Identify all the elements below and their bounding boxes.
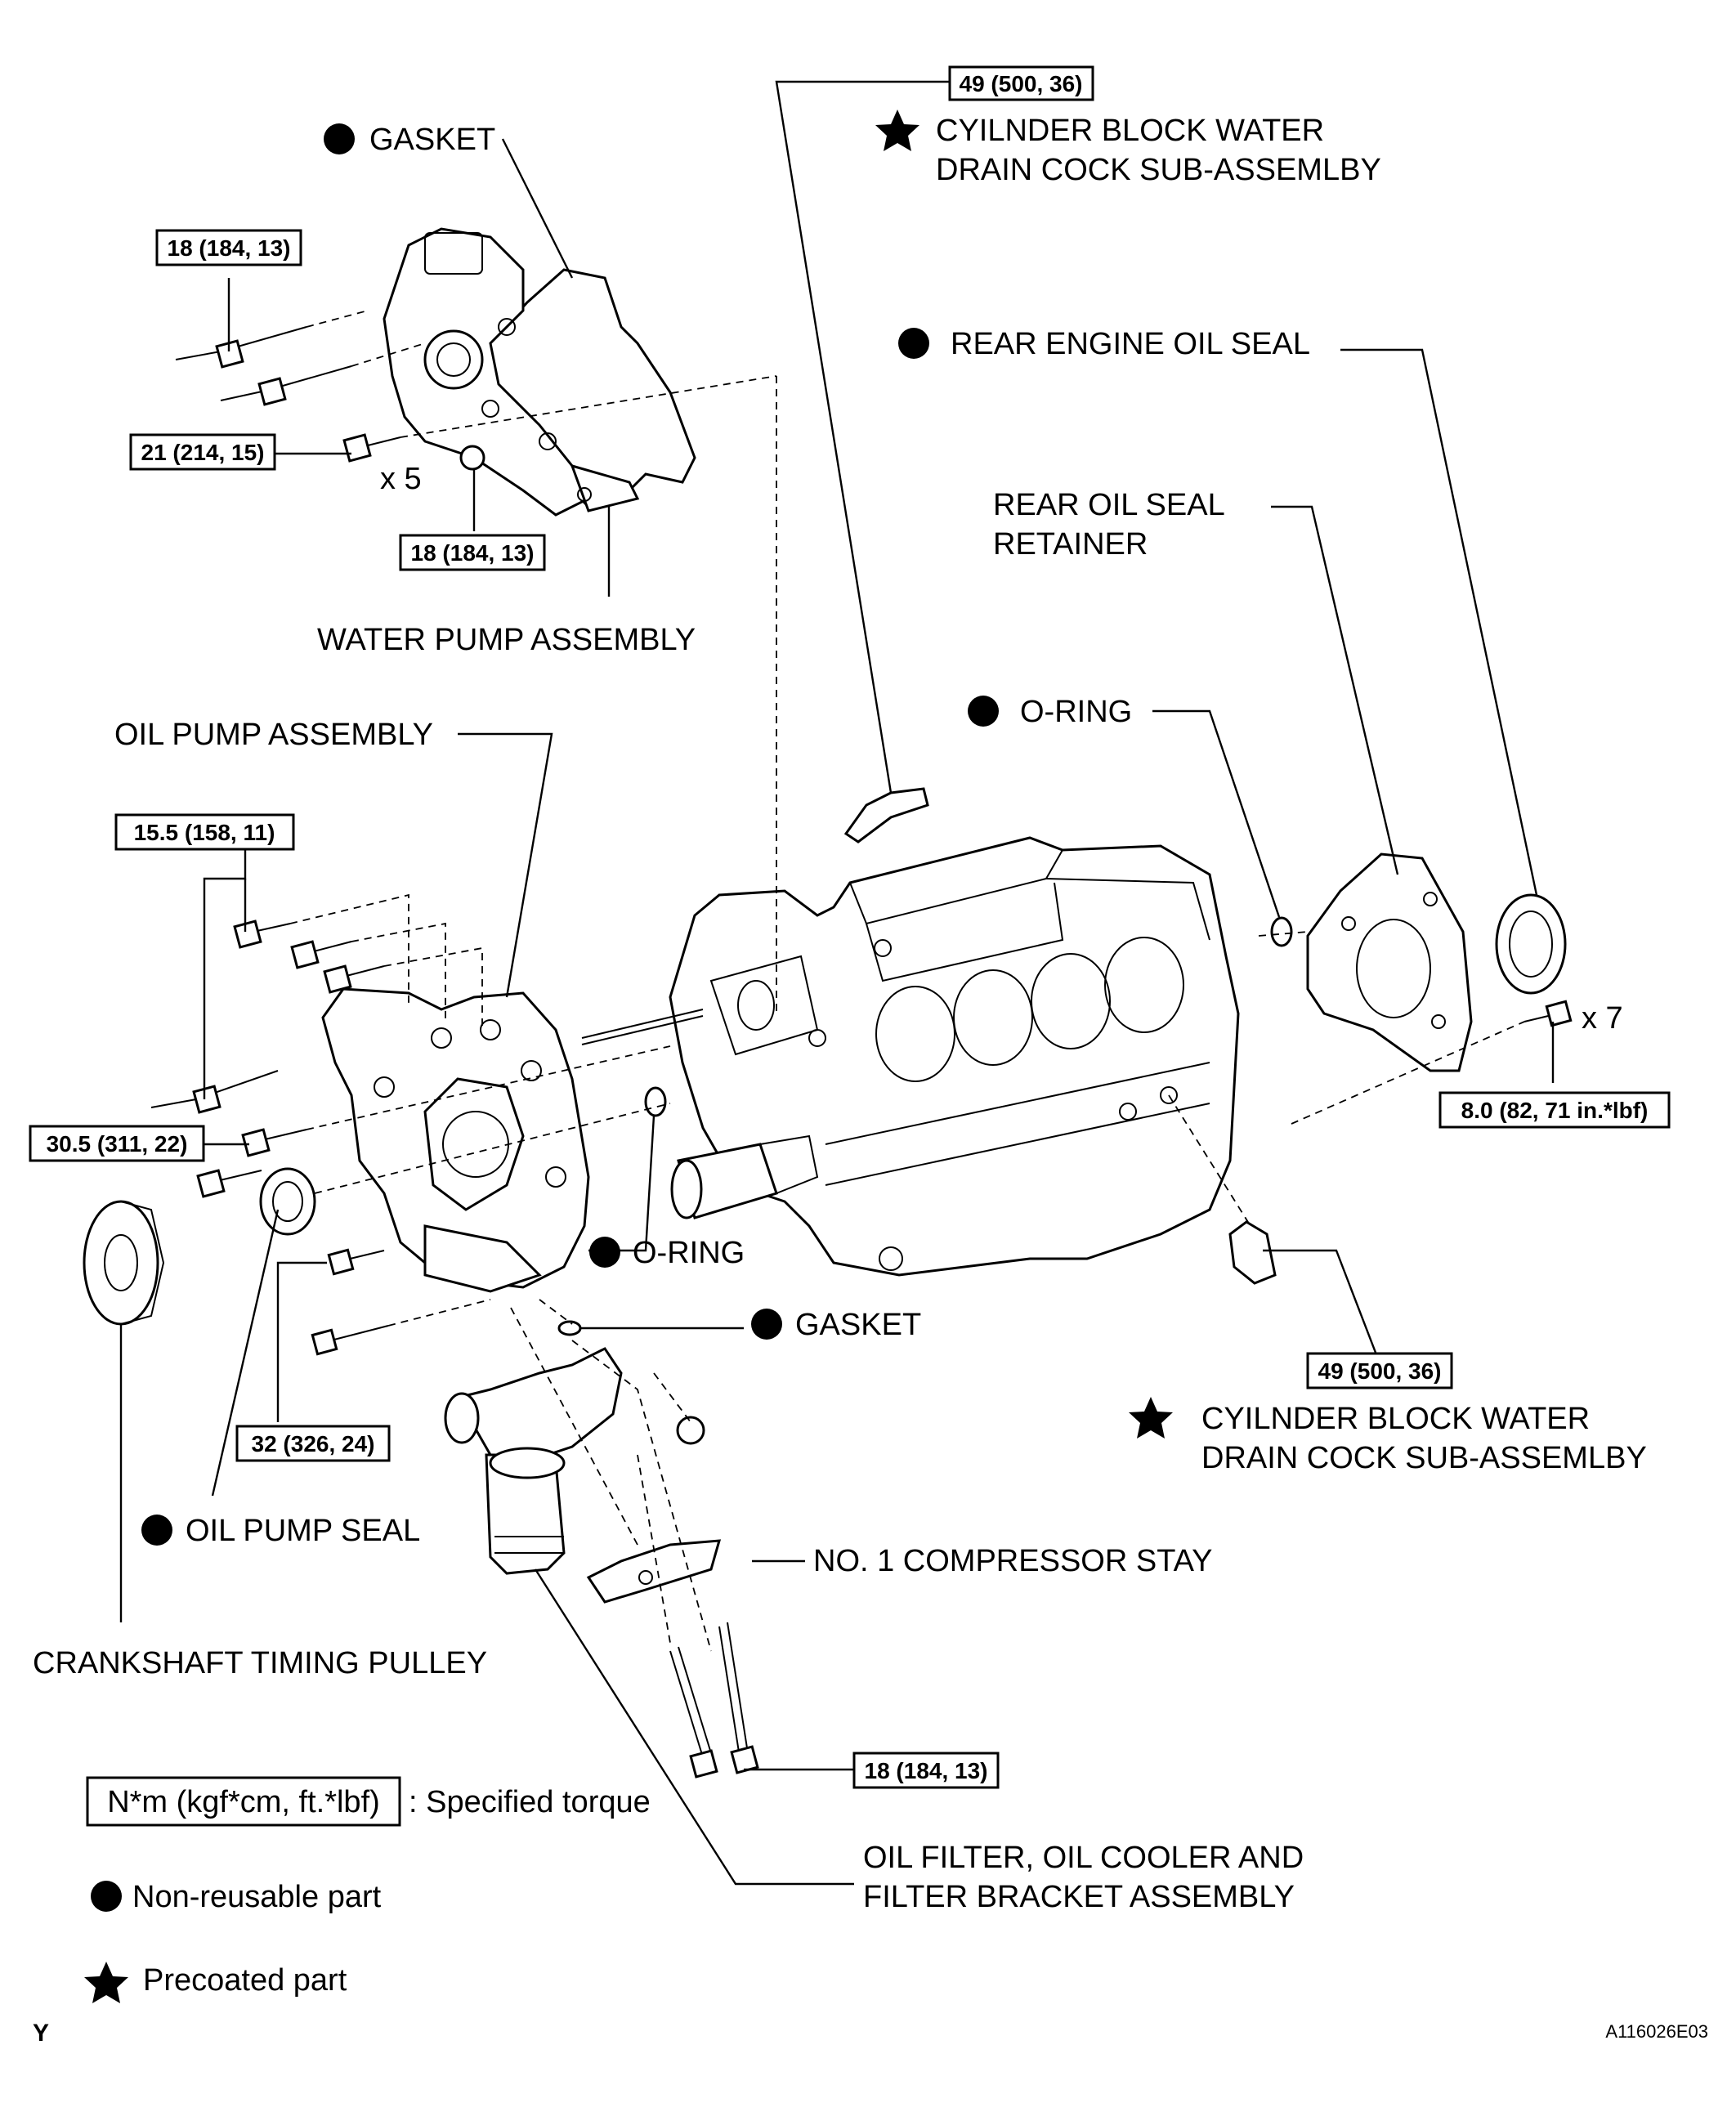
label-drain-cock-top-2: DRAIN COCK SUB-ASSEMLBY (936, 153, 1381, 187)
bullet-gasket-bottom (751, 1309, 782, 1340)
legend-nonreusable-text: Non-reusable part (132, 1880, 382, 1914)
legend-torque-box (86, 1776, 401, 1827)
label-water-pump: WATER PUMP ASSEMBLY (317, 623, 696, 657)
label-crankshaft-timing-pulley: CRANKSHAFT TIMING PULLEY (33, 1646, 487, 1680)
torque-drain-top: 49 (500, 36) (948, 65, 1094, 101)
bullet-oil-pump-seal (141, 1515, 172, 1546)
svg-text:49 (500, 36): 49 (500, 36) (1318, 1358, 1442, 1384)
bullet-rear-engine-oil-seal (898, 328, 929, 359)
svg-text:18 (184, 13): 18 (184, 13) (168, 235, 291, 261)
label-oil-pump-seal: OIL PUMP SEAL (186, 1514, 420, 1548)
label-oil-filter-1: OIL FILTER, OIL COOLER AND (863, 1841, 1304, 1875)
rear-oil-seal-retainer (1306, 852, 1573, 1072)
bullet-legend-nonreusable (91, 1881, 122, 1912)
svg-text:49 (500, 36): 49 (500, 36) (960, 71, 1083, 96)
legend-precoated-text: Precoated part (143, 1963, 347, 1998)
bullet-gasket-top (324, 123, 355, 154)
label-drain-cock-bottom-1: CYILNDER BLOCK WATER (1201, 1402, 1590, 1436)
bullet-o-ring-right (968, 696, 999, 727)
nonreusable-dots (91, 123, 999, 1912)
svg-text:21 (214, 15): 21 (214, 15) (141, 440, 265, 465)
label-compressor-stay: NO. 1 COMPRESSOR STAY (813, 1544, 1212, 1578)
svg-text:15.5 (158, 11): 15.5 (158, 11) (134, 820, 275, 845)
oil-pump-bolts (150, 920, 389, 1356)
svg-text:8.0 (82, 71 in.*lbf): 8.0 (82, 71 in.*lbf) (1461, 1098, 1649, 1123)
oil-pump-assembly (321, 987, 590, 1293)
legend-torque-text: : Specified torque (409, 1785, 651, 1819)
small-parts (83, 893, 1567, 1336)
label-drain-cock-top-1: CYILNDER BLOCK WATER (936, 114, 1324, 148)
torque-retainer: 8.0 (82, 71 in.*lbf) (1438, 1091, 1671, 1129)
legend-torque-unit: N*m (kgf*cm, ft.*lbf) (107, 1785, 380, 1819)
svg-text:32 (326, 24): 32 (326, 24) (252, 1431, 375, 1456)
label-gasket-bottom: GASKET (795, 1308, 921, 1342)
legend: N*m (kgf*cm, ft.*lbf) : Specified torque… (86, 1776, 651, 1998)
svg-text:18 (184, 13): 18 (184, 13) (411, 540, 535, 566)
label-rear-engine-oil-seal: REAR ENGINE OIL SEAL (951, 327, 1310, 361)
cylinder-block (581, 836, 1240, 1277)
label-o-ring-right: O-RING (1020, 695, 1132, 729)
torque-op-lower: 32 (326, 24) (235, 1425, 391, 1462)
quantity-retainer-x7: x 7 (1582, 1001, 1623, 1036)
precoated-stars (84, 110, 1173, 2003)
quantity-wp-x5: x 5 (380, 462, 422, 496)
torque-op-upper: 15.5 (158, 11) (114, 813, 295, 851)
torque-stay-bolt: 18 (184, 13) (852, 1752, 1000, 1789)
svg-text:18 (184, 13): 18 (184, 13) (865, 1758, 988, 1783)
star-legend (84, 1962, 128, 2003)
star-drain-bottom (1129, 1397, 1173, 1439)
label-rear-retainer-1: REAR OIL SEAL (993, 488, 1225, 522)
svg-text:30.5 (311, 22): 30.5 (311, 22) (47, 1131, 188, 1157)
torque-wp-nut: 18 (184, 13) (399, 534, 546, 571)
oil-filter-bracket (444, 1347, 759, 1779)
torque-wp-bolt-short: 21 (214, 15) (129, 433, 276, 471)
water-pump-bolts (175, 326, 485, 471)
footer-left-mark: Y (33, 2020, 49, 2047)
torque-wp-bolt-long: 18 (184, 13) (155, 229, 302, 266)
figure-code: A116026E03 (1605, 2021, 1708, 2042)
star-drain-top (875, 110, 919, 151)
label-gasket-top: GASKET (369, 123, 495, 157)
label-o-ring-center: O-RING (633, 1236, 745, 1270)
label-rear-retainer-2: RETAINER (993, 527, 1148, 562)
torque-op-mid: 30.5 (311, 22) (29, 1125, 205, 1162)
label-drain-cock-bottom-2: DRAIN COCK SUB-ASSEMLBY (1201, 1441, 1647, 1475)
drain-cocks (843, 787, 1277, 1285)
label-oil-pump-assembly: OIL PUMP ASSEMBLY (114, 718, 433, 752)
water-pump-assembly (383, 227, 696, 517)
torque-drain-bottom: 49 (500, 36) (1306, 1352, 1453, 1389)
bullet-o-ring-center (589, 1237, 620, 1268)
alignment-lines (289, 310, 1525, 1652)
label-oil-filter-2: FILTER BRACKET ASSEMBLY (863, 1880, 1295, 1914)
